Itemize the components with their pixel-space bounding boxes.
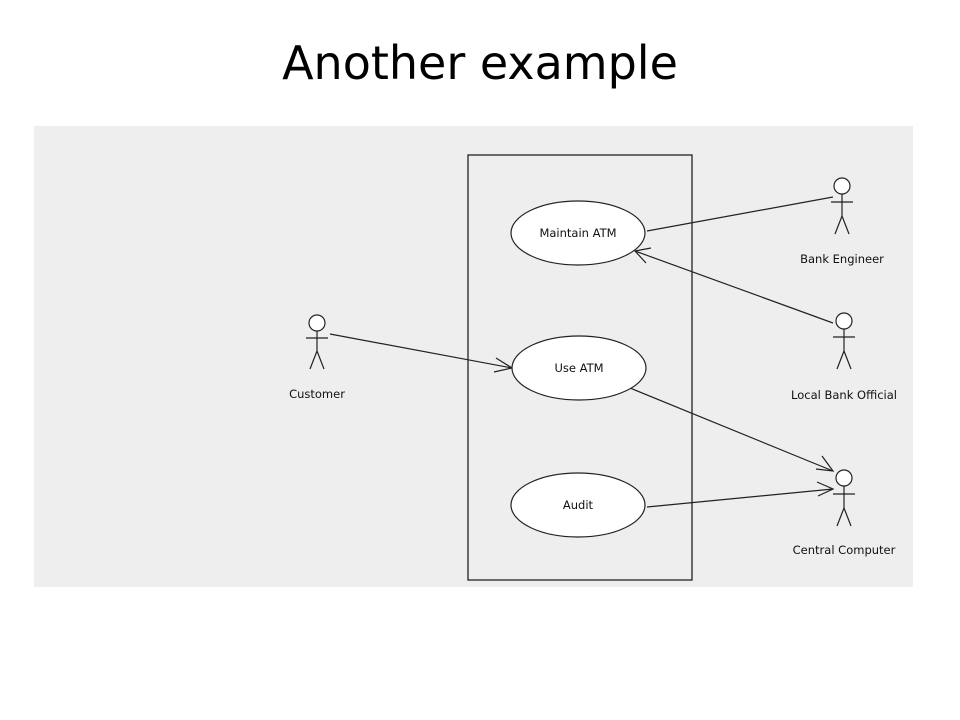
use-case-ellipse xyxy=(511,335,647,401)
use-case-audit: Audit xyxy=(510,472,646,538)
stick-figure-icon xyxy=(833,312,855,370)
association-audit-central-computer xyxy=(646,488,834,508)
diagram-canvas: Maintain ATM Use ATM Audit Customer xyxy=(34,126,913,587)
use-case-ellipse xyxy=(510,200,646,266)
use-case-label-use-atm: Use ATM xyxy=(554,361,603,375)
use-case-label-audit: Audit xyxy=(563,498,594,512)
actor-customer: Customer xyxy=(289,314,345,401)
use-case-maintain-atm: Maintain ATM xyxy=(510,200,646,266)
arrowhead-maintain-atm xyxy=(633,247,652,264)
association-use-atm-central-computer xyxy=(629,387,834,472)
arrowhead-central-computer-from-audit xyxy=(816,481,835,497)
actor-label-local-bank-official: Local Bank Official xyxy=(791,388,897,402)
slide-title: Another example xyxy=(282,36,678,90)
system-boundary xyxy=(467,154,693,581)
actor-label-customer: Customer xyxy=(289,387,345,401)
use-case-label-maintain-atm: Maintain ATM xyxy=(539,226,616,240)
association-maintain-atm-bank-engineer xyxy=(646,196,834,232)
arrowhead-central-computer-from-use-atm xyxy=(815,455,835,472)
diagram-background xyxy=(34,126,913,587)
actor-label-bank-engineer: Bank Engineer xyxy=(800,252,884,266)
actor-bank-engineer: Bank Engineer xyxy=(800,177,884,266)
stick-figure-icon xyxy=(831,177,853,235)
use-case-diagram: Maintain ATM Use ATM Audit Customer xyxy=(34,126,913,587)
use-case-ellipse xyxy=(510,472,646,538)
stick-figure-icon xyxy=(833,469,855,527)
actor-local-bank-official: Local Bank Official xyxy=(791,312,897,402)
associations xyxy=(329,196,835,508)
actor-label-central-computer: Central Computer xyxy=(793,543,896,557)
stick-figure-icon xyxy=(306,314,328,370)
association-customer-use-atm xyxy=(329,333,513,369)
use-case-use-atm: Use ATM xyxy=(511,335,647,401)
actor-central-computer: Central Computer xyxy=(793,469,896,557)
association-local-bank-official-maintain-atm xyxy=(634,250,834,324)
